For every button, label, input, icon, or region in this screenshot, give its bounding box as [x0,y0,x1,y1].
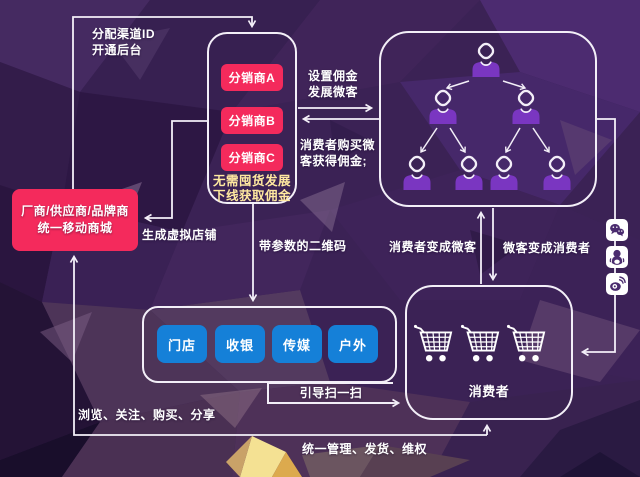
channel-store-node: 门店 [157,325,207,363]
consumer-to-weike-label: 消费者变成微客 [389,240,477,254]
qq-icon [606,246,628,268]
guide-scan-label: 引导扫一扫 [299,386,363,400]
edge-virtual-shop [143,120,207,223]
distributor-b-node: 分销商B [221,107,283,134]
cart-icon [413,319,453,365]
tree-edge [449,127,466,154]
distributor-box [207,32,297,204]
distributor-c-label: 分销商C [228,151,276,165]
tree-edge [504,127,521,154]
channel-outdoor-node: 户外 [328,325,378,363]
qrcode-label: 带参数的二维码 [259,239,347,253]
channel-outdoor-label: 户外 [338,337,367,353]
consumer-label: 消费者 [468,384,510,399]
distributor-a-node: 分销商A [221,64,283,91]
cart-icon [506,319,546,365]
consumer-box [405,285,573,420]
assign-channel-label: 分配渠道ID 开通后台 [92,26,155,58]
distributor-note-line1: 无需囤货发展 [212,174,291,188]
distributor-note-line2: 下线获取佣金 [212,189,291,203]
distributor-a-label: 分销商A [228,71,276,85]
set-commission-label: 设置佣金 发展微客 [308,68,358,100]
tree-edge [502,80,527,91]
person-icon-root [470,40,502,79]
person-icon-l3 [541,153,573,192]
distributor-c-node: 分销商C [221,144,283,171]
set-commission-line1: 设置佣金 [308,69,359,83]
distributor-note: 无需囤货发展 下线获取佣金 [207,174,297,204]
weike-to-consumer-label: 微客变成消费者 [503,241,591,255]
tree-edge [420,127,438,154]
edge-assign-channel [72,16,257,189]
manufacturer-box: 厂商/供应商/品牌商 统一移动商城 [12,189,138,251]
manufacturer-line2: 统一移动商城 [37,221,113,235]
channel-media-label: 传媒 [282,337,311,353]
person-icon-l3 [488,153,520,192]
cart-icon [460,319,500,365]
weibo-icon [606,273,628,295]
purchase-commission-label: 消费者购买微 客获得佣金; [300,137,375,169]
channel-media-node: 传媒 [272,325,322,363]
purchase-line2: 客获得佣金; [300,154,367,168]
assign-line2: 开通后台 [92,43,143,57]
manage-ship-label: 统一管理、发货、维权 [302,442,428,456]
assign-line1: 分配渠道ID [92,27,156,41]
set-commission-line2: 发展微客 [308,85,359,99]
person-icon-l2 [427,87,459,126]
weike-network-box [379,31,597,207]
browse-share-label: 浏览、关注、购买、分享 [78,408,216,422]
tree-edge [445,80,470,91]
wechat-icon [606,219,628,241]
purchase-line1: 消费者购买微 [300,138,376,152]
virtual-shop-label: 生成虚拟店铺 [142,228,218,242]
manufacturer-line1: 厂商/供应商/品牌商 [21,204,129,218]
person-icon-l2 [510,87,542,126]
guide-scan-box: 引导扫一扫 [267,382,393,404]
channel-cashier-node: 收银 [215,325,265,363]
person-icon-l3 [453,153,485,192]
person-icon-l3 [401,153,433,192]
channel-store-label: 门店 [167,337,196,353]
edge-browse-share [69,254,487,436]
tree-edge [532,127,550,154]
channel-cashier-label: 收银 [225,337,254,353]
distributor-b-label: 分销商B [228,114,276,128]
